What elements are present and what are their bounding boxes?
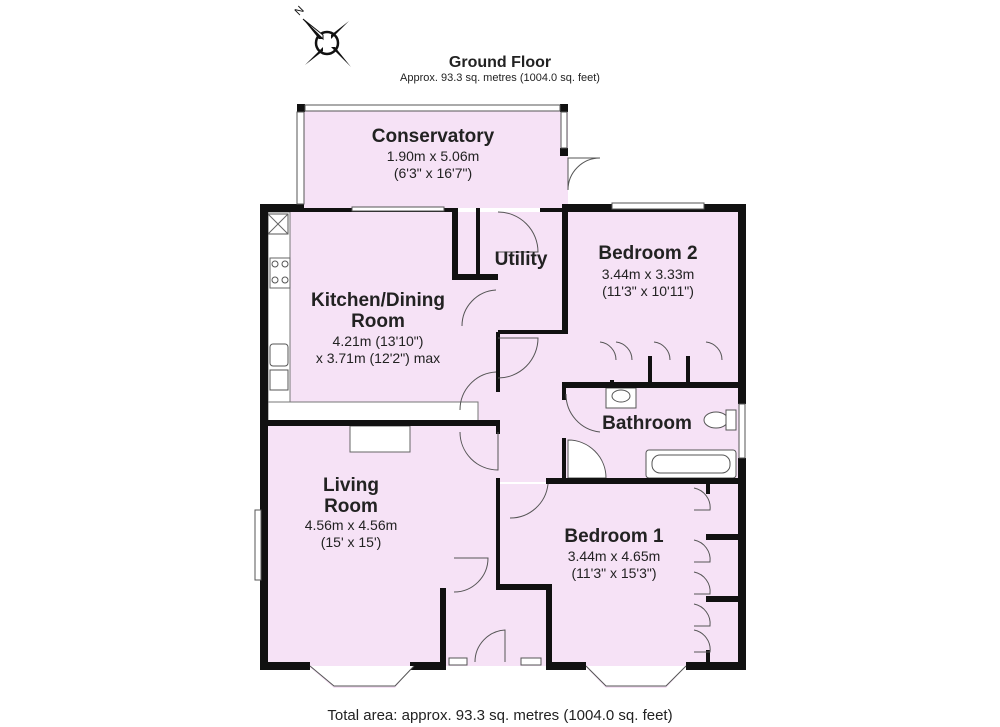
bedroom2-fill bbox=[566, 206, 739, 382]
conservatory-name: Conservatory bbox=[372, 126, 495, 147]
hob-icon bbox=[269, 257, 291, 289]
conservatory-fill bbox=[303, 110, 568, 208]
doors bbox=[453, 157, 723, 663]
toilet-icon bbox=[703, 409, 737, 431]
room-bedroom1: Bedroom 1 3.44m x 4.65m (11'3" x 15'3") bbox=[564, 526, 664, 581]
bath-icon bbox=[645, 449, 737, 479]
compass-icon: N bbox=[293, 4, 351, 67]
living-dim2: (15' x 15') bbox=[321, 534, 382, 550]
bedroom2-dim1: 3.44m x 3.33m bbox=[602, 266, 695, 282]
living-name1: Living bbox=[323, 475, 379, 496]
kitchen-name2: Room bbox=[351, 311, 405, 332]
bedroom2-dim2: (11'3" x 10'11") bbox=[602, 283, 694, 299]
room-bathroom: Bathroom bbox=[602, 413, 692, 434]
kitchen-fill bbox=[268, 212, 498, 422]
room-living: Living Room 4.56m x 4.56m (15' x 15') bbox=[305, 475, 398, 550]
bedroom1-dim2: (11'3" x 15'3") bbox=[571, 565, 656, 581]
kitchen-name1: Kitchen/Dining bbox=[311, 290, 445, 311]
sink-icon bbox=[269, 343, 289, 391]
shower-icon bbox=[567, 439, 607, 479]
utility-fill bbox=[478, 212, 564, 332]
conservatory-dim1: 1.90m x 5.06m bbox=[387, 148, 480, 164]
room-conservatory: Conservatory 1.90m x 5.06m (6'3" x 16'7"… bbox=[372, 126, 495, 181]
basin-icon bbox=[605, 387, 637, 409]
floor-title: Ground Floor bbox=[449, 54, 551, 71]
fireplace-icon bbox=[349, 425, 411, 453]
room-bedroom2: Bedroom 2 3.44m x 3.33m (11'3" x 10'11") bbox=[598, 243, 697, 299]
bedroom1-dim1: 3.44m x 4.65m bbox=[568, 548, 661, 564]
bathroom-name: Bathroom bbox=[602, 413, 692, 434]
kitchen-dim1: 4.21m (13'10") bbox=[333, 333, 424, 349]
windows bbox=[254, 104, 746, 687]
compass-north-label: N bbox=[293, 4, 307, 18]
room-utility: Utility bbox=[495, 249, 548, 270]
appliance-icon bbox=[267, 213, 289, 235]
kitchen-counter bbox=[267, 401, 479, 423]
total-area: Total area: approx. 93.3 sq. metres (100… bbox=[327, 707, 672, 724]
kitchen-dim2: x 3.71m (12'2") max bbox=[316, 350, 440, 366]
bedroom1-fill bbox=[500, 484, 738, 666]
room-fills bbox=[266, 110, 739, 688]
living-name2: Room bbox=[324, 496, 378, 517]
conservatory-dim2: (6'3" x 16'7") bbox=[394, 165, 472, 181]
bedroom1-name: Bedroom 1 bbox=[564, 526, 664, 547]
floor-area: Approx. 93.3 sq. metres (1004.0 sq. feet… bbox=[400, 72, 600, 84]
hall-fill bbox=[498, 332, 566, 482]
living-dim1: 4.56m x 4.56m bbox=[305, 517, 398, 533]
room-kitchen: Kitchen/Dining Room 4.21m (13'10") x 3.7… bbox=[311, 290, 445, 366]
utility-name: Utility bbox=[495, 249, 548, 270]
bedroom2-name: Bedroom 2 bbox=[598, 243, 697, 264]
